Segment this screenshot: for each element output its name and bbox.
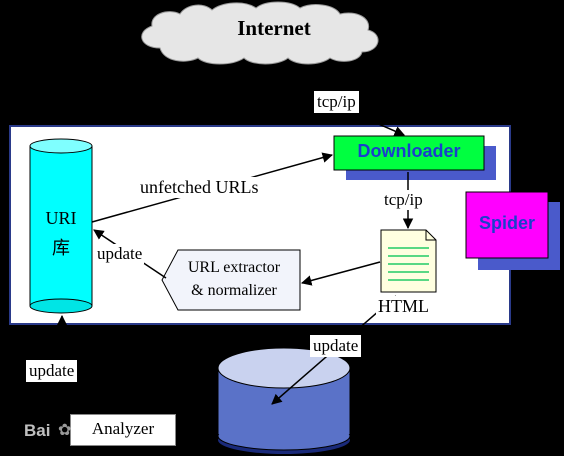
- uri-label-line1: URI: [45, 208, 77, 228]
- arrow-internet-downloader: [359, 115, 405, 137]
- paw-icon: ✿: [58, 422, 72, 439]
- analyzer-box: [70, 414, 176, 446]
- unfetched-urls-label: unfetched URLs: [138, 177, 261, 198]
- update-bottom-label: update: [310, 335, 362, 357]
- internet-cloud: [141, 1, 379, 65]
- tcp-ip-mid-label: tcp/ip: [382, 190, 425, 210]
- internet-label: Internet: [237, 16, 311, 40]
- update-bottom-left-label: update: [26, 360, 78, 382]
- baidu-watermark: Bai: [24, 421, 51, 440]
- html-document-icon: [380, 229, 437, 293]
- uri-label-line2: 库: [52, 238, 70, 259]
- url-extractor-box: [161, 249, 301, 311]
- database-cylinder: [217, 347, 351, 454]
- downloader-box: [333, 135, 485, 171]
- update-left-label: update: [95, 244, 145, 264]
- analyzer-label: Analyzer: [91, 419, 155, 438]
- uri-cylinder: [29, 138, 93, 314]
- downloader-label: Downloader: [357, 141, 461, 161]
- html-label: HTML: [376, 296, 431, 317]
- spider-box: [465, 191, 549, 259]
- spider-label: Spider: [478, 213, 535, 233]
- url-extractor-label-line1: URL extractor: [187, 259, 281, 276]
- arrow-html-extractor: [300, 261, 381, 286]
- url-extractor-label-line2: & normalizer: [191, 282, 277, 299]
- tcp-ip-top-label: tcp/ip: [314, 91, 359, 113]
